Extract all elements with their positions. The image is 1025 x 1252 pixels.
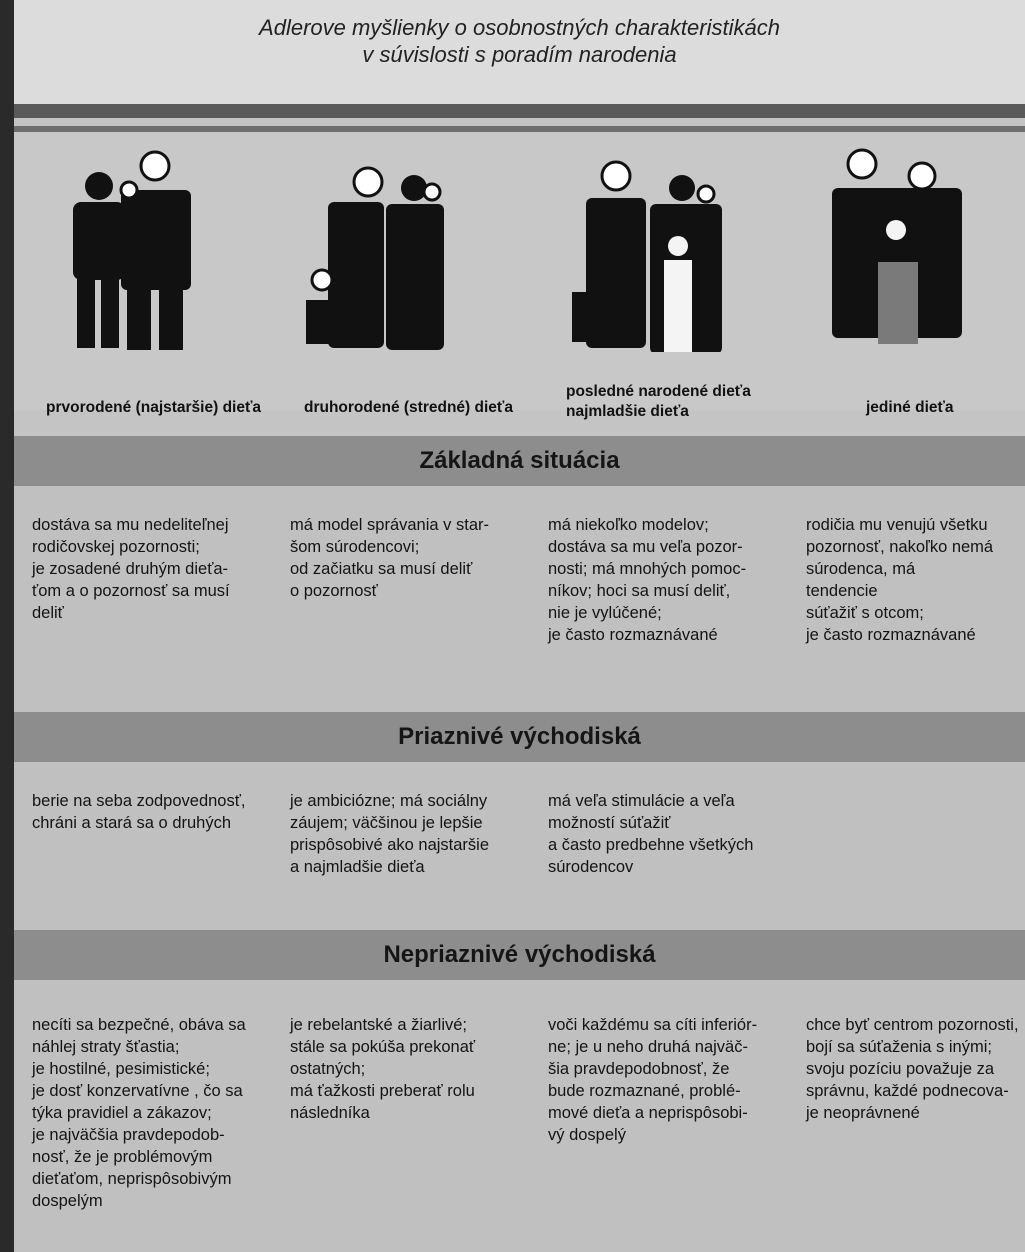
page-title: Adlerove myšlienky o osobnostných charak… — [14, 14, 1025, 68]
negative-col-youngest: voči každému sa cíti inferiór- ne; je u … — [548, 1016, 758, 1144]
family-youngest-child-icon — [566, 142, 806, 354]
positive-col-middle: je ambiciózne; má sociálny záujem; väčši… — [290, 792, 490, 876]
title-line-1: Adlerove myšlienky o osobnostných charak… — [259, 15, 780, 40]
family-middle-child-icon — [302, 142, 542, 352]
basic-col-only: rodičia mu venujú všetku pozornosť, nako… — [806, 516, 994, 644]
document-page: Adlerove myšlienky o osobnostných charak… — [14, 0, 1025, 1252]
figure-label-middle: druhorodené (stredné) dieťa — [304, 399, 513, 416]
negative-col-firstborn: necíti sa bezpečné, obáva sa náhlej stra… — [32, 1016, 246, 1210]
divider-band-thin — [14, 126, 1025, 132]
positive-col-youngest: má veľa stimulácie a veľa možností súťaž… — [548, 792, 754, 876]
section-body-positive: berie na seba zodpovednosť, chráni a sta… — [14, 762, 1025, 930]
divider-band — [14, 104, 1025, 118]
title-line-2: v súvislosti s poradím narodenia — [362, 42, 677, 67]
page-edge — [0, 0, 14, 1252]
header: Adlerove myšlienky o osobnostných charak… — [14, 0, 1025, 105]
figure-label-firstborn: prvorodené (najstaršie) dieťa — [46, 399, 262, 416]
section-heading-basic: Základná situácia — [14, 436, 1025, 486]
family-firstborn-icon — [59, 142, 299, 352]
section-body-negative: necíti sa bezpečné, obáva sa náhlej stra… — [14, 980, 1025, 1252]
section-heading-negative: Nepriaznivé východiská — [14, 930, 1025, 980]
section-body-basic: dostáva sa mu nedeliteľnej rodičovskej p… — [14, 486, 1025, 712]
basic-col-middle: má model správania v star- šom súrodenco… — [290, 516, 489, 600]
negative-col-only: chce byť centrom pozornosti, bojí sa súť… — [806, 1016, 1019, 1122]
basic-col-youngest: má niekoľko modelov; dostáva sa mu veľa … — [548, 516, 747, 644]
negative-col-middle: je rebelantské a žiarlivé; stále sa pokú… — [290, 1016, 476, 1122]
figures-row: prvorodené (najstaršie) dieťa druhoroden… — [14, 132, 1025, 420]
family-only-child-icon — [822, 142, 1025, 352]
positive-col-firstborn: berie na seba zodpovednosť, chráni a sta… — [32, 792, 246, 832]
figure-label-only: jediné dieťa — [866, 399, 954, 416]
basic-col-firstborn: dostáva sa mu nedeliteľnej rodičovskej p… — [32, 516, 230, 622]
section-heading-positive: Priaznivé východiská — [14, 712, 1025, 762]
figure-label-youngest: posledné narodené dieťa najmladšie dieťa — [566, 383, 751, 420]
